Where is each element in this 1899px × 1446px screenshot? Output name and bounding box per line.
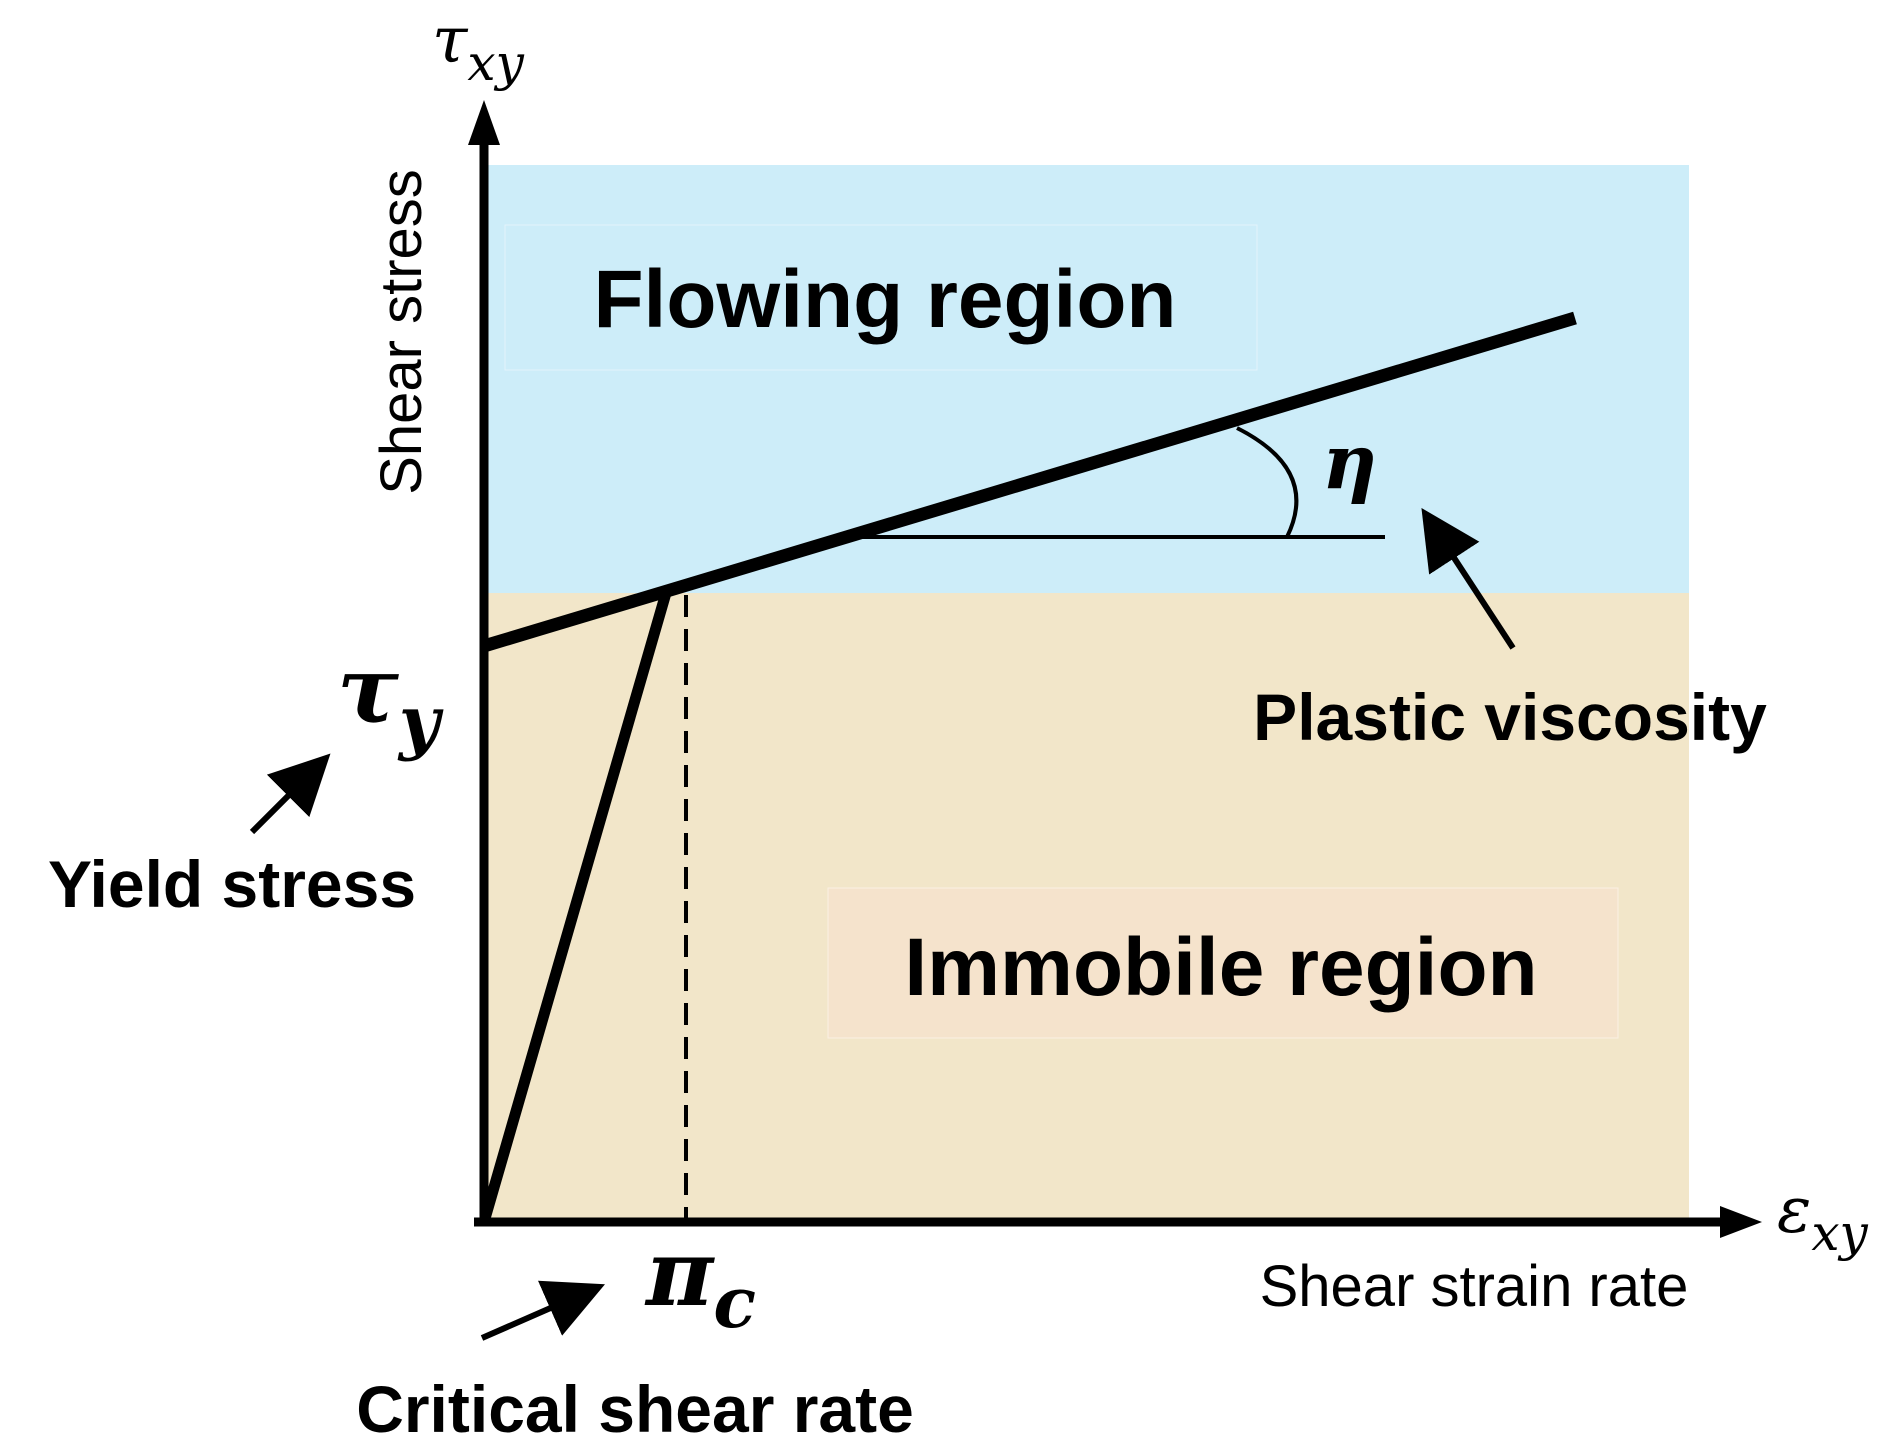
slope-angle-arc bbox=[1236, 426, 1299, 538]
x-axis-symbol-sub: xy bbox=[1811, 1204, 1868, 1262]
yield-stress-symbol-sub: y bbox=[397, 680, 444, 763]
x-axis-symbol: εxy bbox=[1777, 1174, 1869, 1262]
y-axis-symbol-sub: xy bbox=[467, 34, 524, 92]
critical-rate-symbol-main: π bbox=[644, 1219, 715, 1327]
y-axis-symbol-main: τ bbox=[432, 4, 469, 78]
critical-rate-arrow bbox=[480, 1280, 605, 1341]
immobile-region-label-box bbox=[827, 887, 1619, 1039]
viscosity-label: Plastic viscosity bbox=[1253, 680, 1767, 754]
critical-rate-symbol: πc bbox=[644, 1219, 756, 1344]
y-axis-arrowhead bbox=[468, 100, 500, 145]
critical-rate-symbol-sub: c bbox=[713, 1261, 756, 1344]
viscosity-arrow bbox=[1421, 507, 1516, 650]
elastic-line bbox=[478, 591, 672, 1224]
x-axis-symbol-main: ε bbox=[1777, 1174, 1811, 1248]
yield-stress-label: Yield stress bbox=[48, 847, 416, 921]
yield-stress-symbol: τy bbox=[337, 636, 444, 763]
x-axis-arrowhead bbox=[1720, 1206, 1762, 1238]
flowing-region-label: Flowing region bbox=[593, 254, 1176, 345]
flowing-region-label-box bbox=[504, 224, 1258, 371]
viscosity-symbol: η bbox=[1322, 417, 1377, 506]
y-axis-symbol: τxy bbox=[432, 4, 525, 92]
yield-stress-arrow bbox=[249, 753, 331, 835]
bingham-flow-line bbox=[482, 311, 1577, 653]
x-axis-title: Shear strain rate bbox=[1260, 1254, 1689, 1319]
immobile-region-label: Immobile region bbox=[904, 922, 1537, 1013]
critical-rate-label: Critical shear rate bbox=[356, 1372, 914, 1446]
y-axis-title: Shear stress bbox=[369, 169, 434, 495]
yield-stress-symbol-main: τ bbox=[337, 636, 399, 744]
